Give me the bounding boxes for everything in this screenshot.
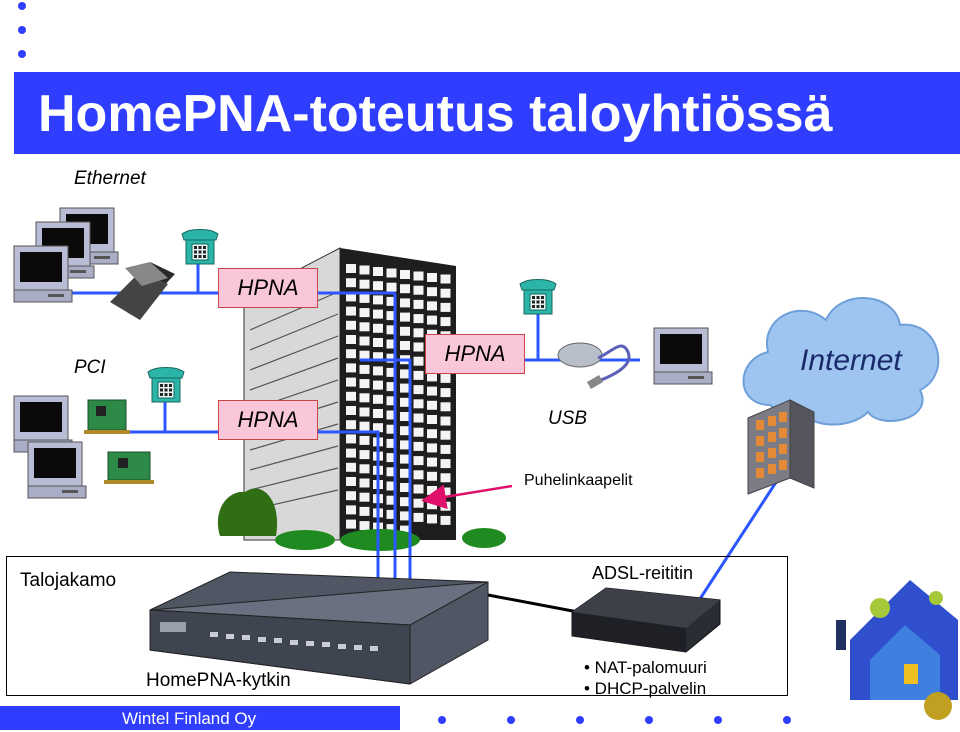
laptop-icon: [110, 262, 175, 320]
bushes: [217, 488, 506, 551]
adsl-router-icon: [571, 587, 721, 653]
pci-card-icon: [84, 399, 130, 434]
pointer-arrow: [421, 484, 513, 510]
phone-cables-label: Puhelinkaapelit: [524, 472, 633, 489]
internet-label: Internet: [800, 344, 902, 377]
usb-adapter-icon: [557, 342, 631, 389]
footer-dot: [714, 716, 722, 724]
bullet-dot: [18, 26, 26, 34]
network-illustration-icon: [828, 568, 960, 720]
pci-card-icon: [104, 451, 154, 484]
bullet-dot: [18, 2, 26, 10]
footer-dot: [783, 716, 791, 724]
footer-dot: [507, 716, 515, 724]
hpna-label: HPNA: [237, 275, 299, 300]
computer-icon: [13, 245, 73, 303]
adsl-router-label: ADSL-reititin: [592, 563, 694, 583]
telephone-icon: [147, 367, 185, 403]
homepna-switch-label: HomePNA-kytkin: [146, 670, 291, 691]
pci-label: PCI: [74, 357, 106, 378]
hpna-label: HPNA: [444, 341, 506, 366]
bullet-dot: [18, 50, 26, 58]
telephone-icon: [519, 279, 557, 315]
computer-icon: [653, 327, 713, 385]
computer-icon: [27, 441, 87, 499]
distribution-room-frame: [6, 556, 788, 696]
hpna-box-top: HPNA: [218, 268, 318, 308]
slide-title: HomePNA-toteutus taloyhtiössä: [38, 85, 833, 143]
usb-label: USB: [548, 408, 588, 429]
hpna-box-middle: HPNA: [425, 334, 525, 374]
router-feature-nat: • NAT-palomuuri: [584, 658, 707, 677]
homepna-switch-icon: [149, 571, 489, 685]
distribution-room-label: Talojakamo: [20, 570, 117, 591]
hpna-box-left: HPNA: [218, 400, 318, 440]
footer-bar: [0, 706, 400, 730]
telephone-icon: [181, 229, 219, 265]
footer-dot: [645, 716, 653, 724]
footer-dot: [576, 716, 584, 724]
server-icon: [747, 399, 815, 495]
ethernet-label: Ethernet: [74, 168, 146, 189]
hpna-label: HPNA: [237, 407, 299, 432]
router-features-list: • NAT-palomuuri • DHCP-palvelin: [584, 657, 707, 699]
footer-dot: [438, 716, 446, 724]
title-bar: [14, 72, 960, 154]
cloud-icon: [742, 297, 940, 426]
router-feature-dhcp: • DHCP-palvelin: [584, 679, 707, 698]
footer-company: Wintel Finland Oy: [122, 709, 257, 728]
